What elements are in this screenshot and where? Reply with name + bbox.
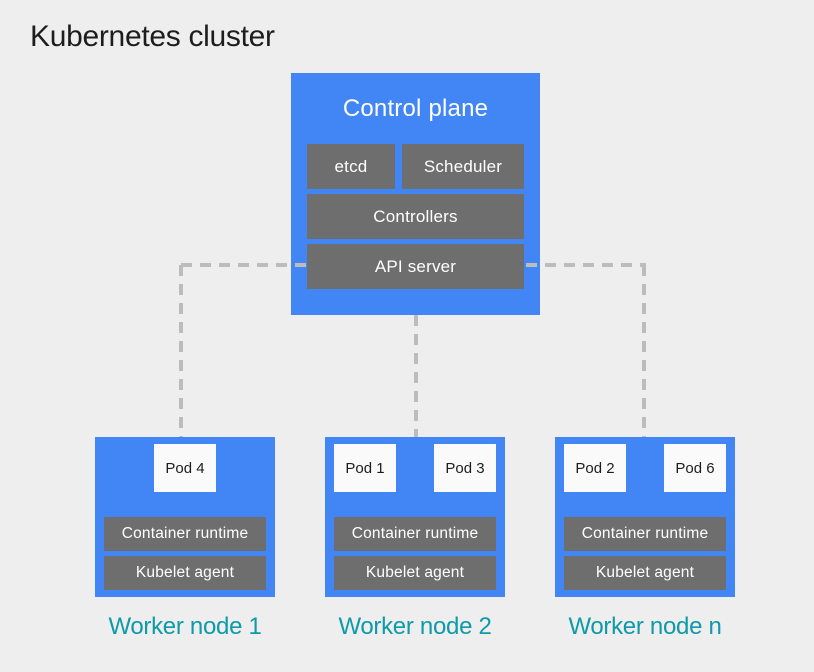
worker-node-2-pods: Pod 1 Pod 3 [325, 444, 505, 492]
scheduler-box: Scheduler [402, 144, 524, 189]
pod-box: Pod 6 [664, 444, 726, 492]
control-plane-title: Control plane [342, 94, 489, 122]
kubelet-agent-box: Kubelet agent [104, 556, 266, 590]
controllers-box: Controllers [307, 194, 524, 239]
api-server-box: API server [307, 244, 524, 289]
pod-box: Pod 1 [334, 444, 396, 492]
worker-node-1-box: Pod 4 Container runtime Kubelet agent [95, 437, 275, 597]
worker-node-n-label: Worker node n [568, 613, 722, 640]
pod-box: Pod 4 [154, 444, 216, 492]
container-runtime-box: Container runtime [104, 517, 266, 551]
diagram-title: Kubernetes cluster [30, 20, 275, 53]
worker-node-1-label: Worker node 1 [108, 613, 262, 640]
container-runtime-box: Container runtime [564, 517, 726, 551]
pod-box: Pod 2 [564, 444, 626, 492]
worker-node-2-box: Pod 1 Pod 3 Container runtime Kubelet ag… [325, 437, 505, 597]
control-plane-box: Control plane etcd Scheduler Controllers… [291, 73, 540, 315]
worker-node-2-label: Worker node 2 [338, 613, 492, 640]
worker-node-1-pods: Pod 4 [95, 444, 275, 492]
kubelet-agent-box: Kubelet agent [334, 556, 496, 590]
control-plane-row-1: etcd Scheduler [307, 144, 524, 189]
container-runtime-box: Container runtime [334, 517, 496, 551]
pod-box: Pod 3 [434, 444, 496, 492]
kubelet-agent-box: Kubelet agent [564, 556, 726, 590]
worker-node-n-box: Pod 2 Pod 6 Container runtime Kubelet ag… [555, 437, 735, 597]
etcd-box: etcd [307, 144, 395, 189]
worker-node-n-pods: Pod 2 Pod 6 [555, 444, 735, 492]
